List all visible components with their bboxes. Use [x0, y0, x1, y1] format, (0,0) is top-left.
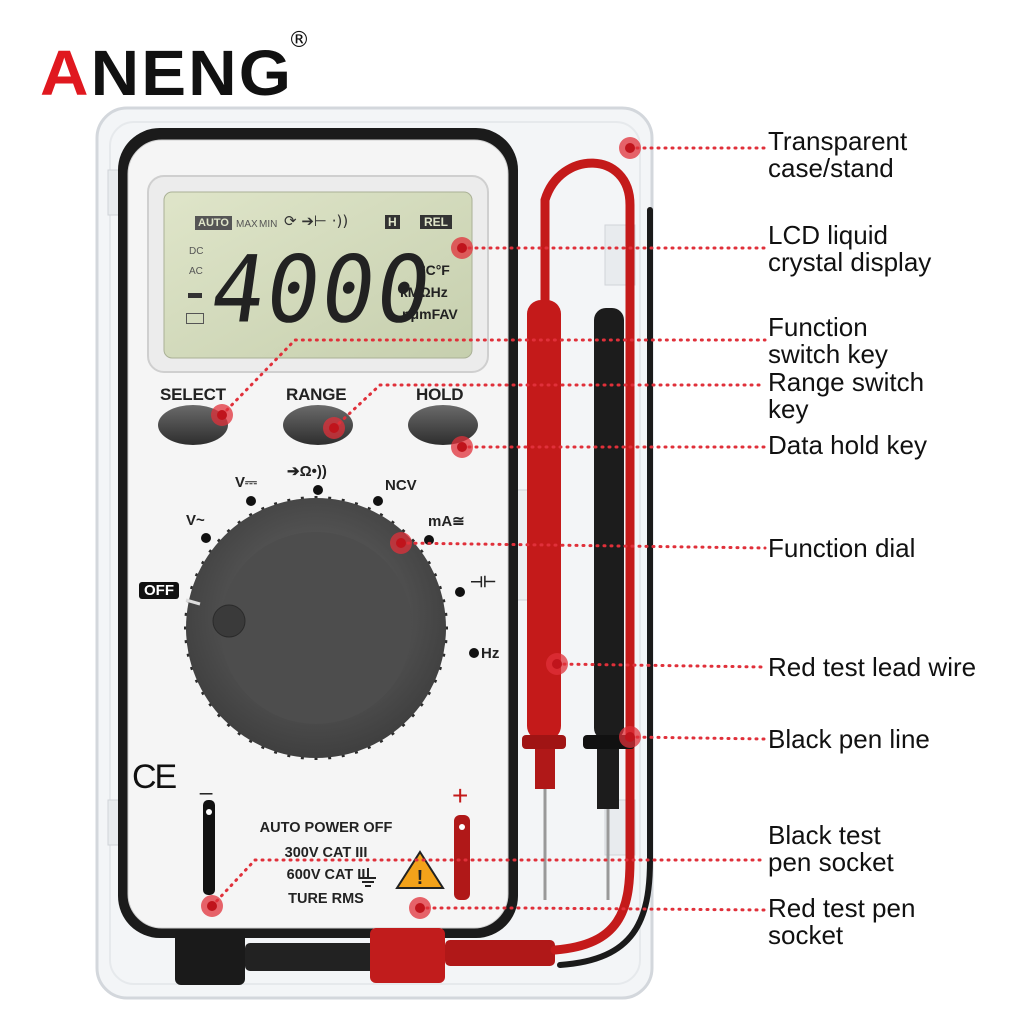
callout-markers: [201, 137, 641, 919]
black-probe: [594, 308, 624, 740]
black-lead-wire: [557, 207, 653, 968]
lcd-unit-line1: °C°F: [420, 262, 450, 278]
plus-socket-label: +: [452, 780, 469, 811]
brand-logo: ANENG: [40, 36, 293, 110]
lcd-minus-sign: [188, 293, 202, 298]
lcd-auto-indicator: AUTO: [195, 216, 232, 230]
select-button[interactable]: SELECT: [160, 385, 226, 404]
lcd-battery-icon: [186, 313, 204, 324]
callout-black-pen-line: Black pen line: [768, 724, 930, 754]
lcd-screen: [163, 191, 473, 359]
registered-mark: ®: [288, 28, 310, 53]
callout-data-hold-key: Data hold key: [768, 430, 927, 460]
svg-text:!: !: [417, 867, 424, 889]
dial-vac-label[interactable]: V~: [186, 512, 205, 529]
dial-capacitance-label[interactable]: ⊣⊢: [470, 574, 497, 591]
brand-first-letter: A: [40, 37, 91, 109]
dial-ncv-label[interactable]: NCV: [385, 477, 417, 494]
dial-off-label[interactable]: OFF: [139, 582, 179, 599]
lcd-hold-indicator: H: [385, 215, 400, 229]
dial-vdc-label[interactable]: V⎓: [235, 474, 257, 491]
dial-hz-label[interactable]: Hz: [481, 645, 500, 662]
hold-button-shape: [408, 405, 478, 445]
callout-function-dial: Function dial: [768, 533, 916, 563]
callout-red-test-lead: Red test lead wire: [768, 652, 977, 682]
lcd-dc-indicator: DC: [189, 246, 204, 257]
select-button-shape: [158, 405, 228, 445]
lcd-unit-line2: kMΩHz: [400, 284, 448, 300]
dial-diode-label[interactable]: ➔Ω•)): [287, 463, 327, 480]
cat3-rating-text: 300V CAT III: [284, 845, 368, 861]
red-probe: [527, 300, 561, 740]
minus-socket-label: _: [200, 770, 213, 795]
lcd-max-indicator: MAX: [236, 219, 258, 230]
lcd-unit-line3: nμmFAV: [402, 306, 458, 322]
auto-power-off-text: AUTO POWER OFF: [259, 820, 393, 836]
brand-rest-letters: NENG: [90, 37, 294, 109]
hold-button[interactable]: HOLD: [416, 385, 464, 404]
cat2-rating-text: 600V CAT II: [286, 867, 366, 883]
true-rms-text: TURE RMS: [288, 891, 364, 907]
lcd-min-indicator: MIN: [259, 219, 278, 230]
dial-ma-label[interactable]: mA≅: [428, 513, 465, 530]
lcd-rel-indicator: REL: [420, 215, 452, 229]
ce-mark: CE: [132, 758, 177, 796]
lcd-icons: ⟳ ➔⊢ ·)): [284, 212, 349, 230]
range-button[interactable]: RANGE: [286, 385, 347, 404]
lcd-ac-indicator: AC: [189, 266, 203, 277]
red-lead-wire: [540, 158, 635, 955]
